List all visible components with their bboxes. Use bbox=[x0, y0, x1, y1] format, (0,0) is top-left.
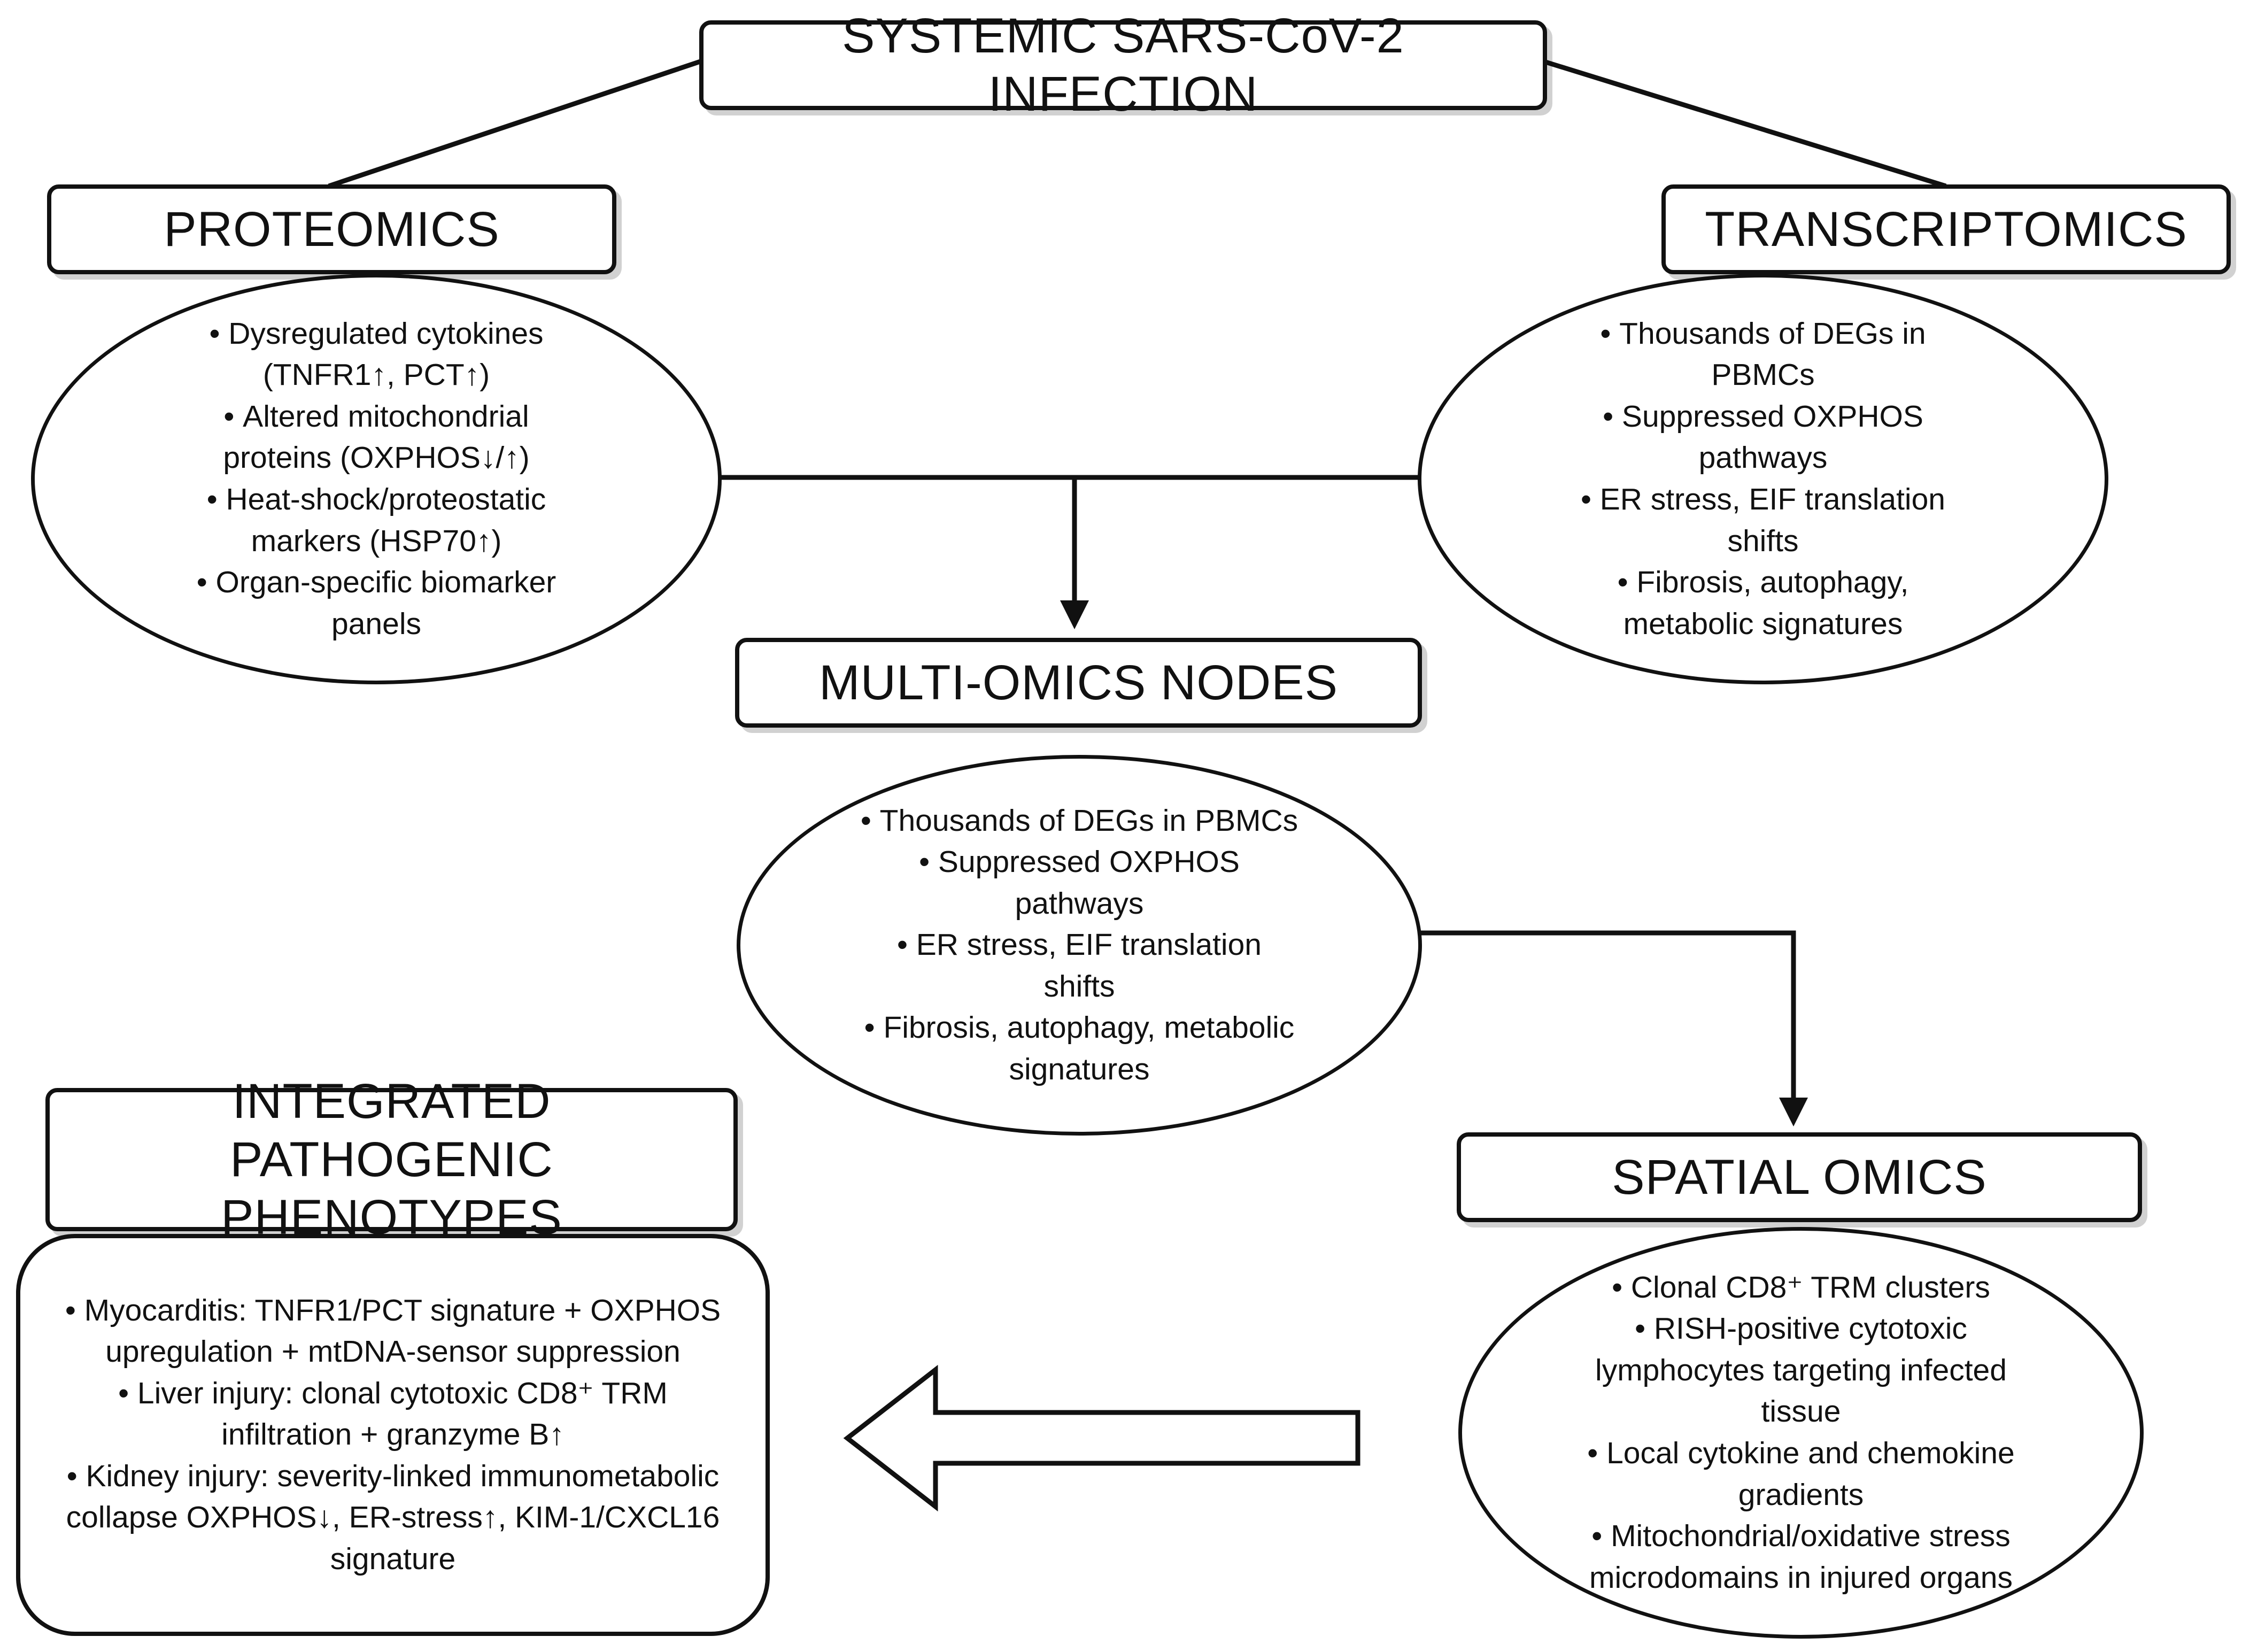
proteomics-ellipse: Dysregulated cytokines (TNFR1↑, PCT↑) Al… bbox=[31, 274, 722, 684]
spatial-omics-title: SPATIAL OMICS bbox=[1612, 1149, 1987, 1205]
spatial-omics-bullet-list: Clonal CD8⁺ TRM clusters RISH-positive c… bbox=[1576, 1267, 2025, 1599]
root-to-transcriptomics-line bbox=[1543, 59, 1947, 189]
transcriptomics-bullet-list: Thousands of DEGs in PBMCs Suppressed OX… bbox=[1560, 313, 1966, 645]
integrated-bullet-list: Myocarditis: TNFR1/PCT signature + OXPHO… bbox=[53, 1290, 732, 1580]
proteomics-bullet: Organ-specific biomarker panels bbox=[173, 562, 579, 645]
integrated-bullet: Myocarditis: TNFR1/PCT signature + OXPHO… bbox=[53, 1290, 732, 1373]
proteomics-bullet: Heat-shock/proteostatic markers (HSP70↑) bbox=[173, 479, 579, 562]
integrated-bullet: Kidney injury: severity-linked immunomet… bbox=[53, 1456, 732, 1580]
multi-omics-bullet-list: Thousands of DEGs in PBMCs Suppressed OX… bbox=[860, 800, 1298, 1091]
transcriptomics-ellipse: Thousands of DEGs in PBMCs Suppressed OX… bbox=[1418, 274, 2108, 684]
arrow-to-spatial-omics bbox=[1417, 930, 1808, 1126]
multi-omics-bullet: ER stress, EIF translation shifts bbox=[860, 924, 1298, 1007]
multi-omics-ellipse: Thousands of DEGs in PBMCs Suppressed OX… bbox=[737, 755, 1422, 1136]
integrated-phenotypes-panel: Myocarditis: TNFR1/PCT signature + OXPHO… bbox=[16, 1234, 770, 1636]
root-node: SYSTEMIC SARS-CoV-2 INFECTION bbox=[699, 9, 1547, 121]
spatial-omics-bullet: Local cytokine and chemokine gradients bbox=[1576, 1433, 2025, 1516]
spatial-omics-bullet: RISH-positive cytotoxic lymphocytes targ… bbox=[1576, 1308, 2025, 1433]
spatial-omics-bullet: Clonal CD8⁺ TRM clusters bbox=[1576, 1267, 2025, 1309]
multi-omics-node: MULTI-OMICS NODES bbox=[735, 638, 1422, 728]
transcriptomics-bullet: Fibrosis, autophagy, metabolic signature… bbox=[1560, 562, 1966, 645]
integrated-phenotypes-node: INTEGRATED PATHOGENIC PHENOTYPES bbox=[45, 1074, 738, 1245]
spatial-omics-node: SPATIAL OMICS bbox=[1457, 1132, 2142, 1222]
transcriptomics-node: TRANSCRIPTOMICS bbox=[1661, 184, 2231, 274]
proteomics-node: PROTEOMICS bbox=[47, 184, 616, 274]
integrated-phenotypes-title: INTEGRATED PATHOGENIC PHENOTYPES bbox=[221, 1074, 562, 1245]
root-to-proteomics-line bbox=[328, 59, 701, 189]
spatial-omics-ellipse: Clonal CD8⁺ TRM clusters RISH-positive c… bbox=[1458, 1227, 2144, 1639]
root-title: SYSTEMIC SARS-CoV-2 INFECTION bbox=[842, 9, 1404, 121]
transcriptomics-bullet: Suppressed OXPHOS pathways bbox=[1560, 396, 1966, 479]
integrated-bullet: Liver injury: clonal cytotoxic CD8⁺ TRM … bbox=[53, 1373, 732, 1456]
proteomics-bullet: Dysregulated cytokines (TNFR1↑, PCT↑) bbox=[173, 313, 579, 396]
spatial-omics-bullet: Mitochondrial/oxidative stress microdoma… bbox=[1576, 1516, 2025, 1599]
multi-omics-title: MULTI-OMICS NODES bbox=[818, 655, 1339, 710]
hollow-left-arrow bbox=[843, 1364, 1360, 1512]
proteomics-bullet: Altered mitochondrial proteins (OXPHOS↓/… bbox=[173, 396, 579, 479]
multi-omics-bullet: Fibrosis, autophagy, metabolic signature… bbox=[860, 1007, 1298, 1090]
multi-omics-bullet: Suppressed OXPHOS pathways bbox=[860, 842, 1298, 924]
transcriptomics-title: TRANSCRIPTOMICS bbox=[1705, 202, 2187, 257]
transcriptomics-bullet: Thousands of DEGs in PBMCs bbox=[1560, 313, 1966, 396]
proteomics-title: PROTEOMICS bbox=[164, 202, 500, 257]
proteomics-bullet-list: Dysregulated cytokines (TNFR1↑, PCT↑) Al… bbox=[173, 313, 579, 645]
multi-omics-bullet: Thousands of DEGs in PBMCs bbox=[860, 800, 1298, 842]
transcriptomics-bullet: ER stress, EIF translation shifts bbox=[1560, 479, 1966, 562]
